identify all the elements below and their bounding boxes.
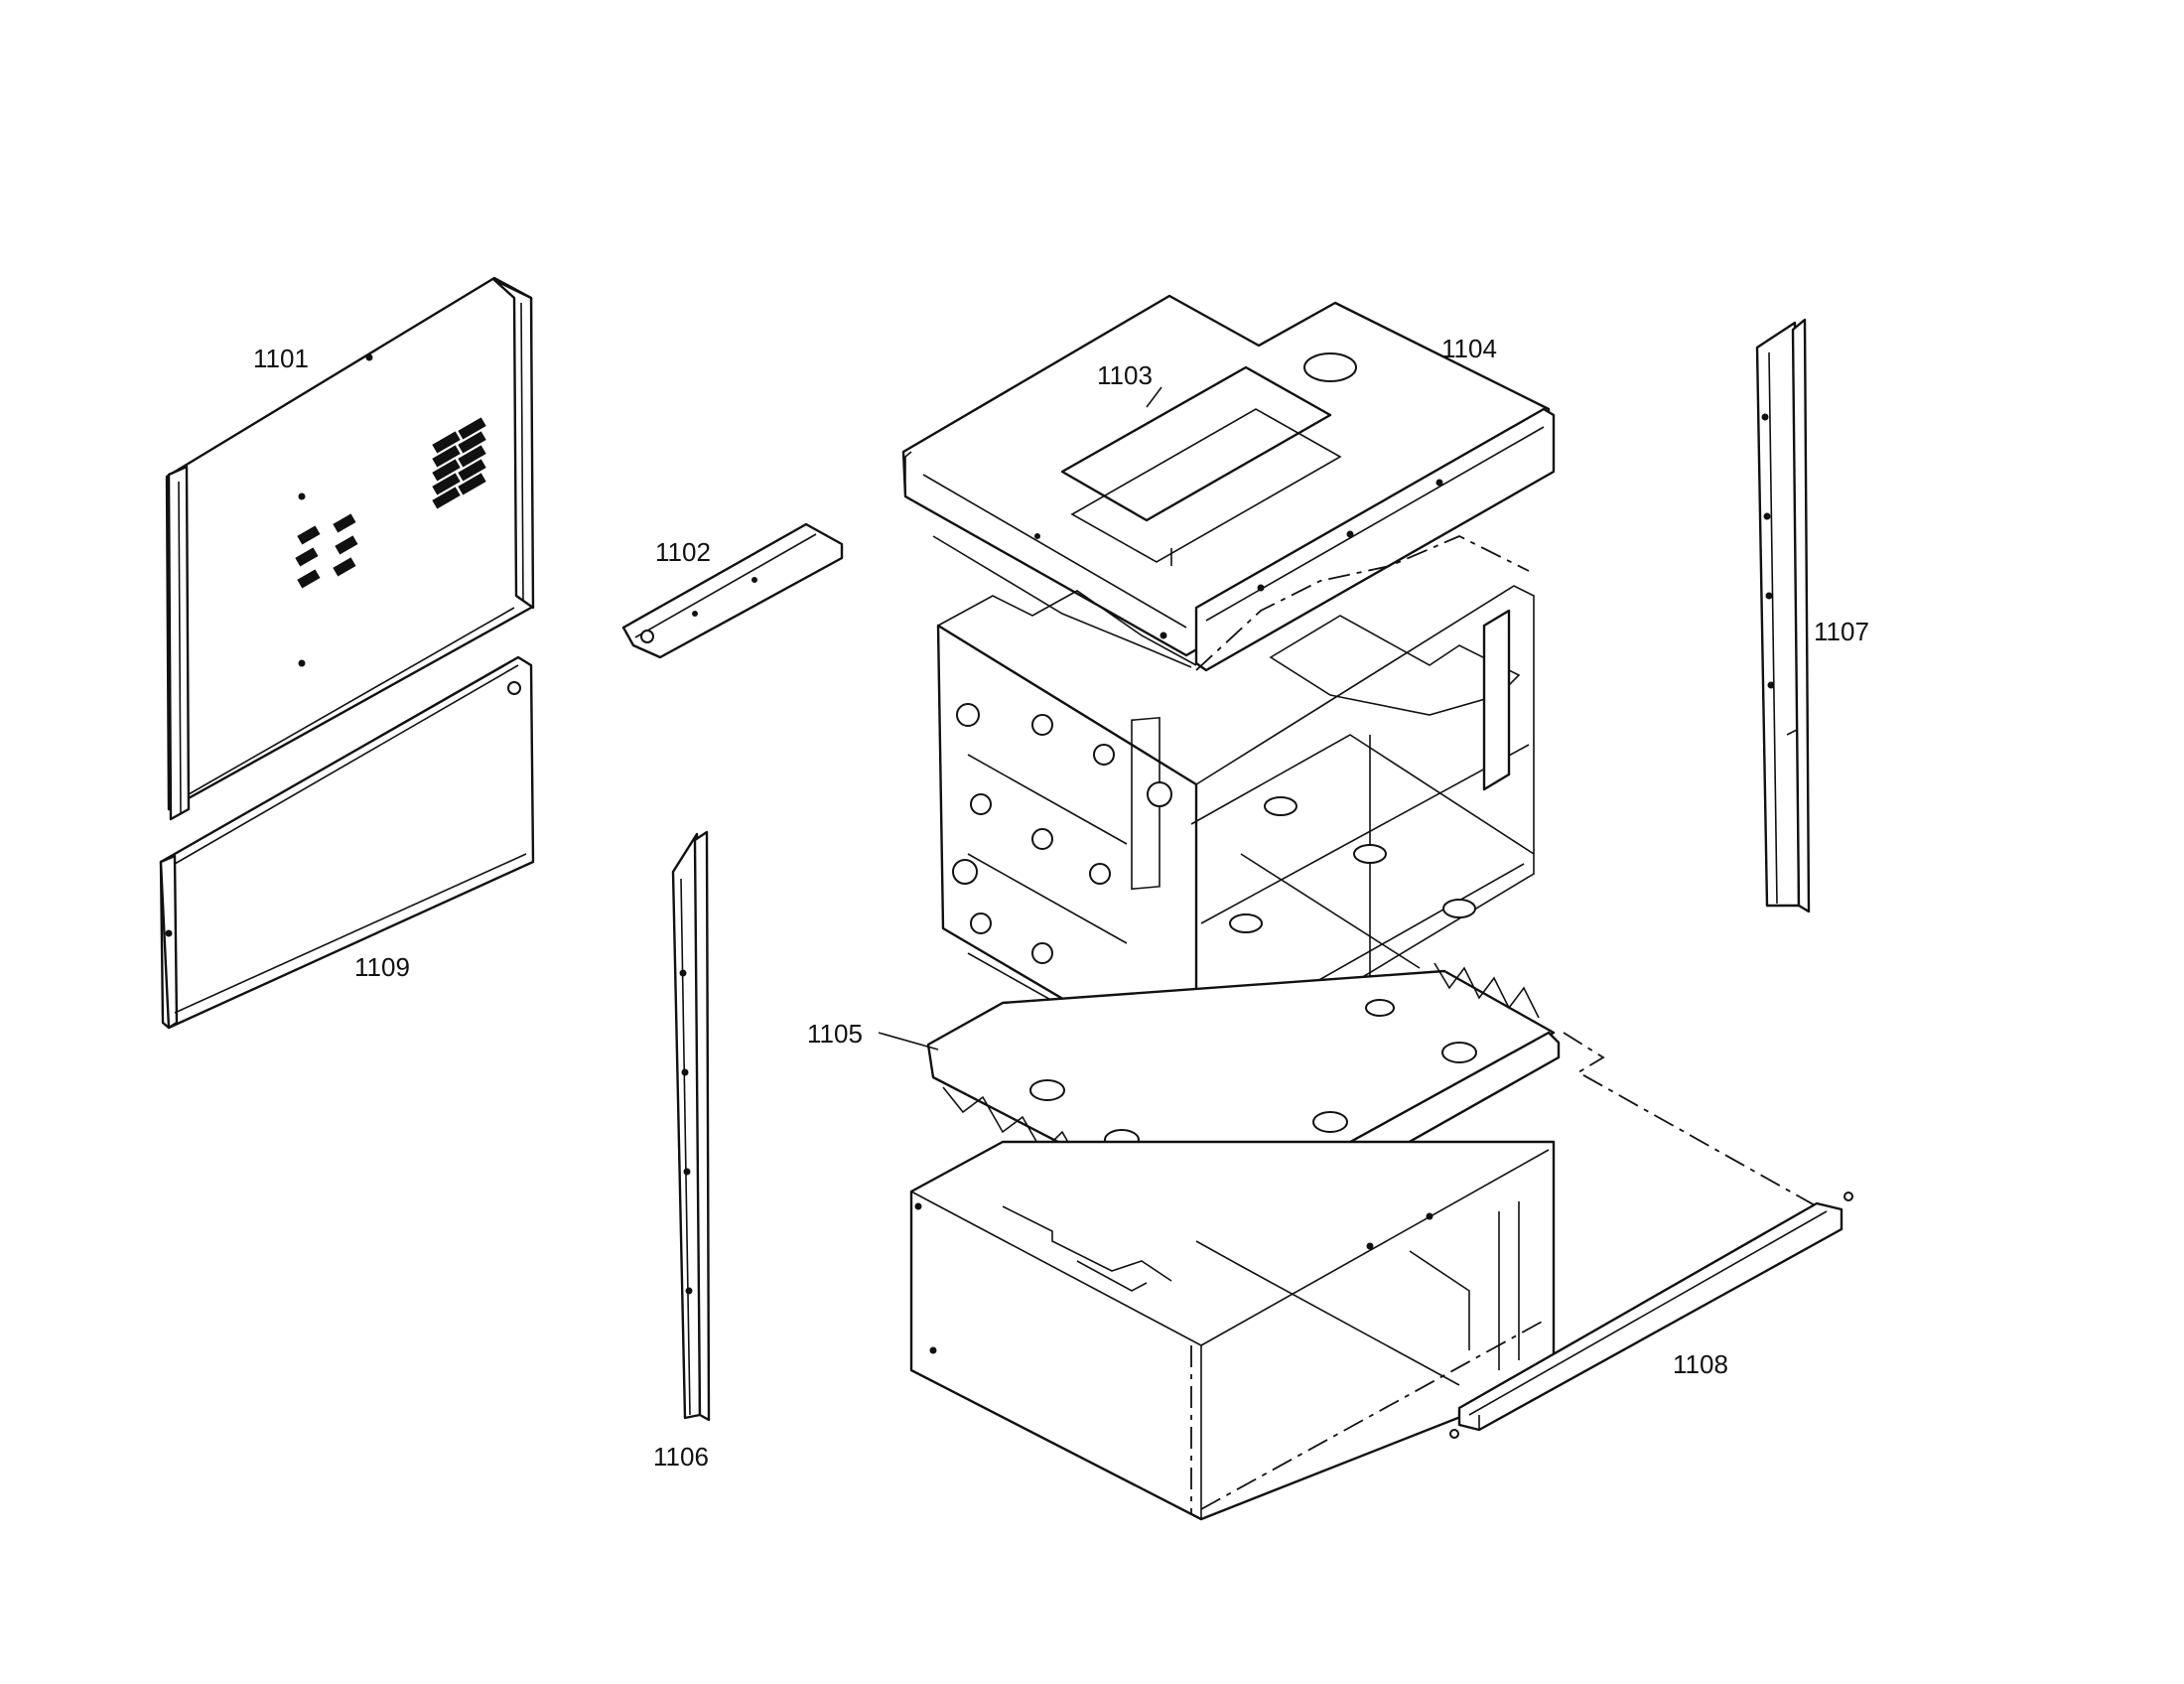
callout-1102: 1102 <box>655 537 711 567</box>
callout-1104: 1104 <box>1441 334 1497 363</box>
right-front-trim-1107 <box>1755 318 1811 913</box>
callout-1105: 1105 <box>807 1019 863 1049</box>
callout-1103: 1103 <box>1097 360 1153 390</box>
left-front-trim-1106 <box>671 830 711 1422</box>
top-bracket-1102 <box>621 522 844 659</box>
callout-1109: 1109 <box>354 952 410 982</box>
callout-1101: 1101 <box>253 344 309 373</box>
lower-chassis <box>909 1140 1556 1521</box>
callout-1108: 1108 <box>1673 1349 1728 1379</box>
assembly-line <box>1563 1032 1818 1207</box>
vent-slots <box>295 417 486 589</box>
bottom-front-trim-1108 <box>1449 1192 1853 1439</box>
callout-1107: 1107 <box>1814 617 1869 646</box>
top-insulation-plate-1103 <box>1060 365 1342 566</box>
callout-labels: 1101 1102 1103 1104 1105 1106 1107 1108 … <box>253 334 1869 1472</box>
assembly-line <box>1195 1240 1460 1386</box>
callout-1106: 1106 <box>653 1442 709 1472</box>
side-panel-1101 <box>165 276 535 821</box>
lower-side-panel-1109 <box>159 655 535 1030</box>
